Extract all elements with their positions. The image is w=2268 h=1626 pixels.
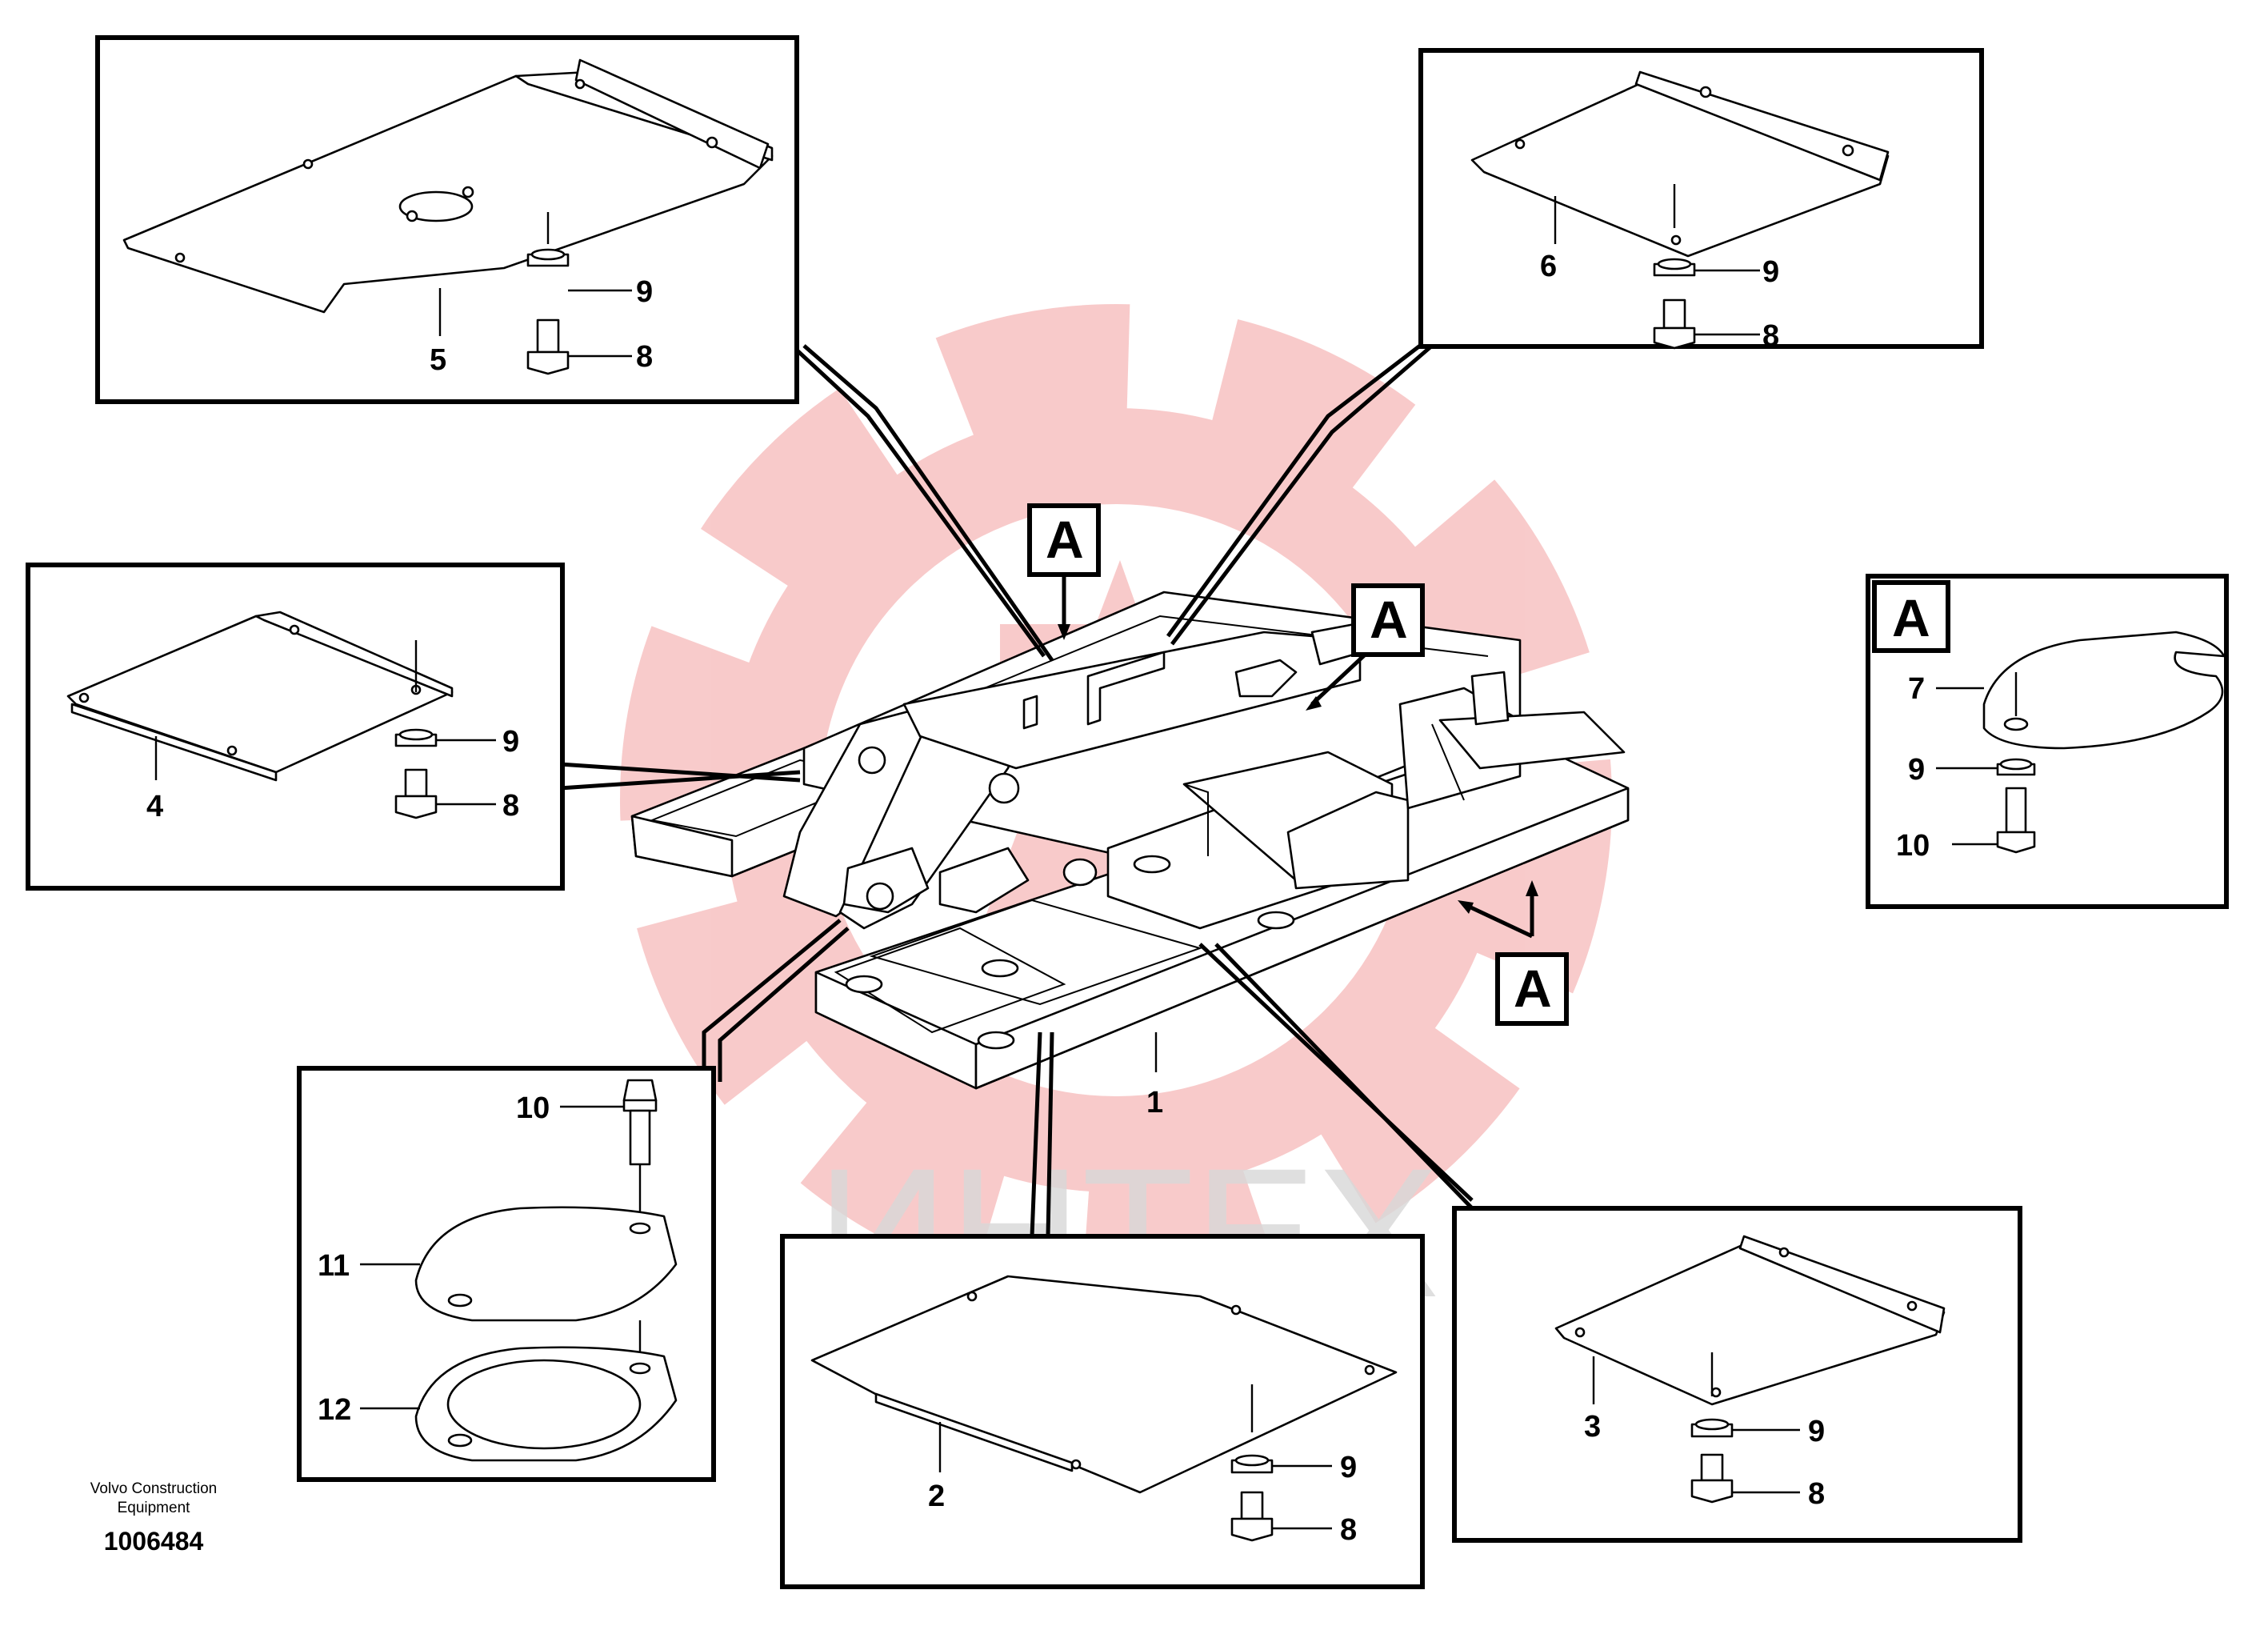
part-label-10: 10	[516, 1091, 550, 1125]
detail-box-part-6: 6 9 8	[1418, 48, 1984, 353]
part-label-10: 10	[1896, 829, 1930, 863]
part-label-1: 1	[1146, 1086, 1163, 1119]
part-label-6: 6	[1540, 250, 1557, 283]
part-label-9: 9	[502, 725, 519, 759]
company-name-line2: Equipment	[118, 1500, 191, 1516]
detail-marker-top: A	[1027, 503, 1101, 577]
part-label-4: 4	[146, 790, 163, 823]
part-label-8: 8	[1762, 319, 1779, 353]
part-label-2: 2	[928, 1480, 945, 1513]
detail-box-part-2: 2 9 8	[780, 1234, 1425, 1589]
company-name-line1: Volvo Construction	[90, 1480, 217, 1497]
svg-text:A: A	[1370, 590, 1408, 649]
part-label-7: 7	[1908, 672, 1925, 706]
part-label-3: 3	[1584, 1410, 1601, 1444]
svg-text:A: A	[1514, 959, 1552, 1018]
part-label-11: 11	[318, 1249, 350, 1283]
part-label-9: 9	[1908, 753, 1925, 787]
detail-marker-a: A	[1892, 588, 1930, 647]
detail-box-parts-10-11-12: 10 11 12	[297, 1066, 716, 1482]
detail-box-part-5: 5 9 8	[95, 35, 799, 404]
part-label-8: 8	[636, 340, 653, 374]
part-label-8: 8	[502, 789, 519, 823]
detail-box-part-a: A 7 9 10	[1866, 574, 2229, 909]
part-label-8: 8	[1808, 1477, 1825, 1511]
detail-box-part-3: 3 9 8	[1452, 1206, 2022, 1543]
part-label-8: 8	[1340, 1513, 1357, 1547]
detail-marker-right-lower: A	[1495, 952, 1569, 1026]
part-label-12: 12	[318, 1393, 351, 1427]
detail-marker-box	[1872, 580, 1950, 653]
drawing-number: 1006484	[104, 1527, 204, 1556]
detail-box-part-4: 4 9 8	[26, 563, 565, 891]
part-label-9: 9	[1340, 1451, 1357, 1484]
detail-marker-right-upper: A	[1351, 583, 1425, 657]
callout-connectors	[559, 344, 1538, 1237]
part-label-9: 9	[1762, 255, 1779, 289]
main-frame-assembly	[630, 591, 1630, 1090]
part-label-9: 9	[1808, 1415, 1825, 1448]
svg-text:A: A	[1046, 510, 1084, 569]
part-label-9: 9	[636, 275, 653, 309]
part-label-5: 5	[430, 343, 446, 377]
